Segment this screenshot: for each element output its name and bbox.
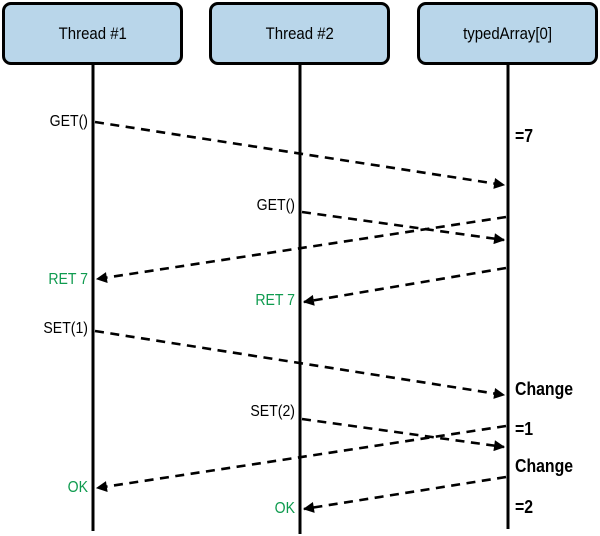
message-label-ok-thread1: OK bbox=[67, 479, 88, 496]
arrow-ok-to-thread1 bbox=[95, 424, 507, 492]
actor-label-thread1: Thread #1 bbox=[58, 23, 127, 43]
message-label-ret7-thread1: RET 7 bbox=[48, 271, 88, 288]
actor-label-typedarray: typedArray[0] bbox=[463, 23, 552, 43]
arrow-set2-thread2 bbox=[301, 417, 506, 452]
arrow-ok-to-thread2 bbox=[302, 475, 507, 513]
actor-box-thread2: Thread #2 bbox=[209, 2, 390, 65]
message-label-ok-thread2: OK bbox=[274, 500, 295, 517]
actor-box-typedarray: typedArray[0] bbox=[417, 2, 598, 65]
actor-box-thread1: Thread #1 bbox=[2, 2, 183, 65]
message-label-get-thread1: GET() bbox=[49, 113, 88, 130]
arrow-set1-thread1 bbox=[94, 329, 506, 399]
note-change-2: Change bbox=[515, 456, 574, 476]
note-change-1: Change bbox=[515, 379, 574, 399]
arrow-get-thread1 bbox=[94, 120, 506, 189]
note-value-7: =7 bbox=[515, 126, 534, 146]
message-label-get-thread2: GET() bbox=[256, 197, 295, 214]
arrow-ret7-to-thread1 bbox=[95, 215, 507, 283]
actor-label-thread2: Thread #2 bbox=[265, 23, 334, 43]
note-value-1: =1 bbox=[515, 419, 534, 439]
message-label-set2-thread2: SET(2) bbox=[250, 403, 295, 420]
note-value-2: =2 bbox=[515, 497, 534, 517]
arrow-get-thread2 bbox=[301, 210, 506, 245]
message-label-ret7-thread2: RET 7 bbox=[255, 292, 295, 309]
message-label-set1-thread1: SET(1) bbox=[43, 320, 88, 337]
arrow-ret7-to-thread2 bbox=[302, 266, 507, 306]
